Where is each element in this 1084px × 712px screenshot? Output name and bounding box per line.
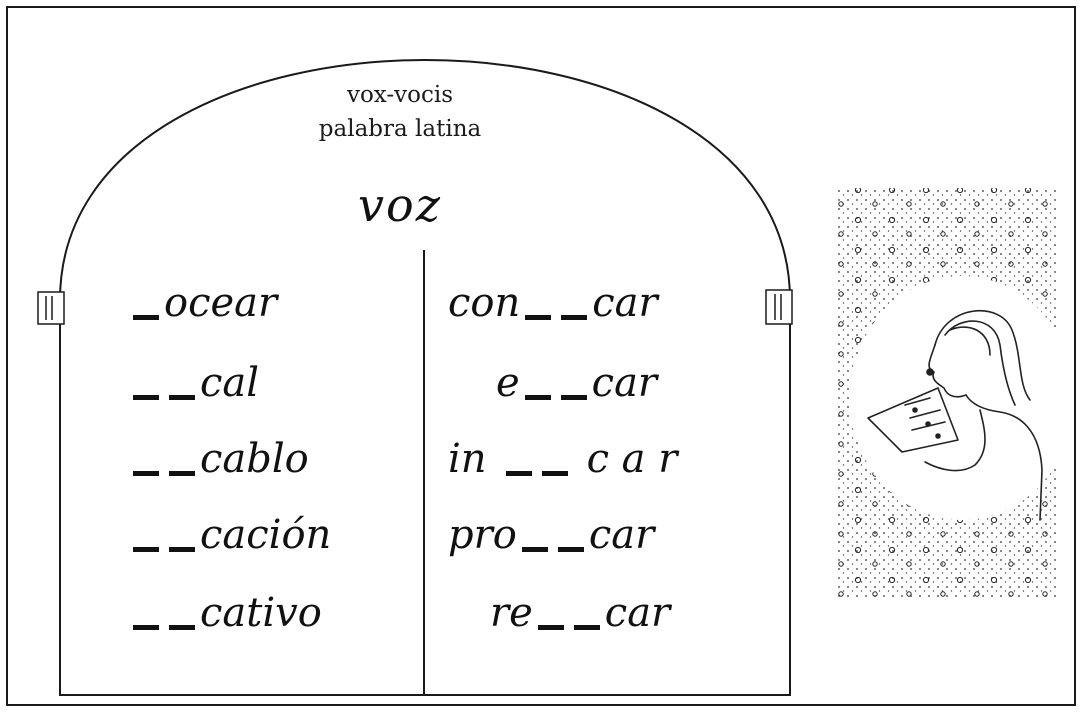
blank-line[interactable]	[573, 624, 600, 630]
blank-line[interactable]	[169, 470, 195, 476]
word-suffix: car	[604, 590, 671, 636]
word-suffix: cablo	[200, 436, 309, 482]
word-prefix: re	[490, 590, 533, 636]
word-suffix: cativo	[200, 590, 322, 636]
blank-line[interactable]	[133, 470, 159, 476]
blank-line[interactable]	[524, 394, 551, 400]
word-suffix: car	[592, 280, 658, 326]
left-hinge-icon	[37, 291, 65, 325]
right-word-4: pro car	[448, 502, 654, 562]
word-suffix: car	[588, 512, 655, 558]
word-prefix: in	[448, 436, 487, 482]
blank-line[interactable]	[133, 314, 159, 320]
right-word-5: re car	[490, 580, 670, 640]
blank-line[interactable]	[525, 314, 552, 320]
word-prefix: e	[496, 360, 520, 406]
right-word-1: con car	[448, 270, 658, 330]
blank-line[interactable]	[133, 394, 159, 400]
left-word-1: ocear	[128, 270, 277, 330]
header-line-2: palabra latina	[318, 116, 482, 142]
left-word-4: cación	[128, 502, 331, 562]
singer-illustration	[836, 188, 1056, 598]
word-suffix: car	[591, 360, 658, 406]
blank-line[interactable]	[505, 470, 532, 476]
blank-line[interactable]	[561, 314, 588, 320]
blank-line[interactable]	[169, 394, 195, 400]
blank-line[interactable]	[133, 546, 159, 552]
word-suffix: ocear	[164, 280, 278, 326]
blank-line[interactable]	[557, 546, 584, 552]
word-suffix: cación	[200, 512, 332, 558]
blank-line[interactable]	[133, 624, 159, 630]
left-word-3: cablo	[128, 426, 309, 486]
word-prefix: con	[448, 280, 521, 326]
word-suffix: c a r	[586, 436, 678, 482]
right-hinge-icon	[765, 289, 793, 325]
blank-line[interactable]	[169, 546, 195, 552]
blank-line[interactable]	[541, 470, 568, 476]
left-word-2: cal	[128, 350, 259, 410]
blank-line[interactable]	[560, 394, 587, 400]
word-suffix: cal	[200, 360, 260, 406]
blank-line[interactable]	[169, 624, 195, 630]
blank-line[interactable]	[521, 546, 548, 552]
blank-line[interactable]	[537, 624, 564, 630]
page-title: voz	[358, 178, 442, 232]
page-frame	[6, 6, 1076, 706]
word-prefix: pro	[448, 512, 517, 558]
right-word-2: e car	[496, 350, 657, 410]
left-word-5: cativo	[128, 580, 322, 640]
arch-shape	[59, 59, 791, 696]
right-word-3: in c a r	[448, 426, 677, 486]
header-line-1: vox-vocis	[346, 82, 454, 108]
